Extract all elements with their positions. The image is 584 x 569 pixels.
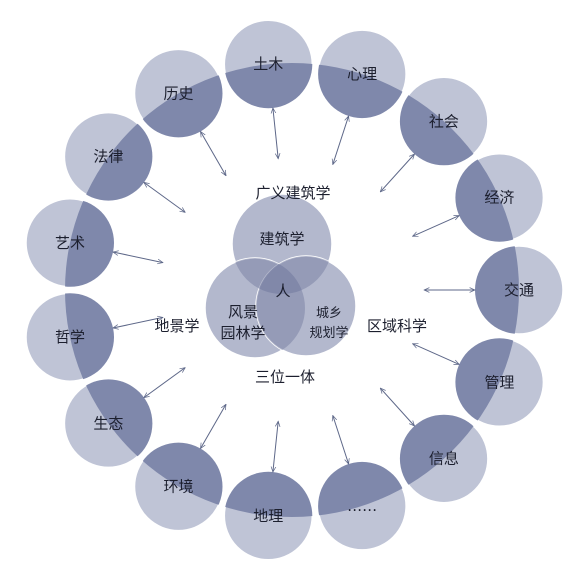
discipline-node-label: …… (347, 497, 377, 515)
discipline-node-label: 信息 (429, 450, 459, 468)
discipline-node-label: 管理 (484, 373, 514, 391)
arrow-group (113, 108, 475, 472)
discipline-node: 经济 (454, 152, 545, 243)
discipline-node: 环境 (133, 441, 224, 532)
relation-arrow (380, 154, 414, 192)
relation-arrow (413, 343, 460, 365)
venn-label-human: 人 (275, 282, 290, 300)
discipline-node-label: 历史 (163, 84, 193, 102)
discipline-node: 法律 (63, 111, 154, 202)
discipline-node-overlap (318, 461, 407, 517)
three-in-one-venn: 建筑学 风景 园林学 城乡 规划学 人 (204, 193, 357, 359)
label-regional-science: 区域科学 (367, 317, 427, 335)
discipline-node: 艺术 (25, 198, 115, 288)
label-landscape-science: 地景学 (154, 317, 199, 335)
discipline-node-label: 地理 (253, 507, 283, 525)
venn-label-architecture: 建筑学 (259, 230, 304, 248)
discipline-node-overlap (475, 246, 519, 334)
discipline-node-overlap (65, 198, 114, 287)
relation-arrow (201, 132, 227, 176)
discipline-node-overlap (318, 63, 407, 119)
discipline-node: 交通 (474, 245, 564, 335)
discipline-node: 哲学 (25, 292, 115, 382)
venn-label-landscape-2: 园林学 (220, 324, 265, 342)
discipline-node-label: 哲学 (55, 328, 85, 346)
venn-label-planning-1: 城乡 (316, 306, 342, 321)
discipline-node-label: 生态 (93, 414, 123, 432)
discipline-node: 信息 (399, 413, 489, 504)
relation-arrow (413, 215, 460, 237)
venn-overlap-left-right (256, 258, 305, 356)
discipline-node-label: 法律 (93, 148, 123, 166)
discipline-node: 管理 (454, 337, 545, 428)
relation-arrow (333, 116, 349, 165)
discipline-node: 社会 (399, 76, 489, 167)
label-trinity: 三位一体 (255, 368, 315, 386)
discipline-node-label: 经济 (484, 189, 514, 207)
discipline-node: 心理 (317, 29, 407, 119)
relation-arrow (144, 182, 185, 212)
discipline-node-label: 艺术 (55, 234, 85, 252)
relation-arrow (201, 404, 227, 448)
discipline-node: 生态 (63, 378, 154, 469)
discipline-node: 土木 (223, 19, 314, 109)
relation-arrow (144, 368, 185, 398)
relation-arrow (333, 416, 349, 465)
discipline-node: 地理 (223, 471, 314, 561)
discipline-node-label: 环境 (163, 478, 193, 496)
discipline-node-label: 交通 (504, 281, 534, 299)
discipline-node-overlap (65, 293, 114, 382)
relation-arrow (273, 108, 278, 159)
relation-arrow (380, 388, 414, 426)
relation-arrow (113, 317, 163, 328)
discipline-node: 历史 (133, 48, 224, 139)
venn-label-planning-2: 规划学 (309, 325, 348, 341)
discipline-node-label: 土木 (253, 55, 283, 73)
discipline-node-label: 社会 (429, 112, 459, 130)
discipline-node-label: 心理 (347, 65, 377, 83)
discipline-node: …… (317, 461, 407, 551)
relation-arrow (113, 252, 163, 263)
label-broad-architecture: 广义建筑学 (255, 184, 330, 202)
venn-label-landscape-1: 风景 (228, 303, 258, 321)
relation-arrow (273, 421, 278, 472)
